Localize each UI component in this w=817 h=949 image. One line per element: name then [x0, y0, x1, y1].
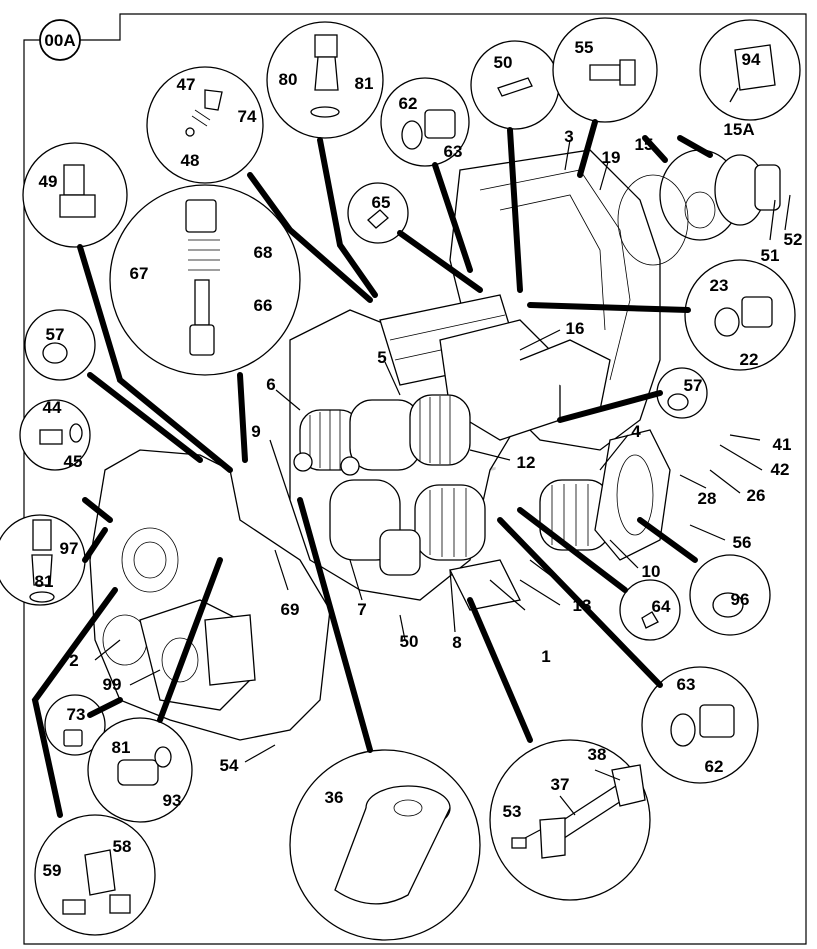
callout-label: 55: [575, 38, 594, 57]
callout-label: 37: [551, 775, 570, 794]
detail-bubble-plug-73: [44, 694, 106, 756]
callout-label: 63: [444, 142, 463, 161]
callout-label: 36: [325, 788, 344, 807]
callout-label: 2: [69, 651, 78, 670]
callout-label: 15: [635, 135, 654, 154]
callout-label: 56: [733, 533, 752, 552]
gear-cluster-upper: [293, 394, 471, 476]
callout-labels: 1 2 3 4 5 6 7 8 9 10 12 13 15 15A 16 19 …: [35, 38, 803, 880]
callout-label: 12: [517, 453, 536, 472]
callout-label: 7: [357, 600, 366, 619]
callout-label: 13: [573, 596, 592, 615]
callout-label: 38: [588, 745, 607, 764]
callout-label: 19: [602, 148, 621, 167]
callout-label: 64: [652, 597, 671, 616]
detail-bubble-sensor-97: [0, 514, 86, 606]
callout-label: 1: [541, 647, 550, 666]
callout-label: 67: [130, 264, 149, 283]
pump-assembly: [617, 149, 781, 266]
callout-label: 54: [220, 756, 239, 775]
leader-lines-heavy: [31, 119, 713, 818]
callout-label: 66: [254, 296, 273, 315]
callout-label: 9: [251, 422, 260, 441]
callout-label: 49: [39, 172, 58, 191]
callout-label: 94: [742, 50, 761, 69]
callout-label: 8: [452, 633, 461, 652]
callout-label: 3: [564, 127, 573, 146]
callout-label: 45: [64, 452, 83, 471]
detail-bubble-bolt-55: [552, 17, 658, 123]
callout-label: 81: [112, 738, 131, 757]
detail-bubble-seal-57-left: [24, 309, 96, 381]
callout-label: 62: [399, 94, 418, 113]
detail-bubble-valve-47: [146, 66, 264, 184]
detail-bubble-sealant-94: [699, 19, 801, 121]
detail-bubble-sensor-80: [266, 21, 384, 139]
detail-bubble-sensor-93: [87, 717, 193, 823]
callout-label: 59: [43, 861, 62, 880]
reference-badge: 00A: [39, 19, 81, 61]
callout-label: 80: [279, 70, 298, 89]
output-flange: [594, 429, 671, 561]
callout-label: 81: [35, 572, 54, 591]
detail-bubble-pin-50: [470, 40, 560, 130]
reference-badge-label: 00A: [44, 31, 75, 50]
callout-label: 58: [113, 837, 132, 856]
callout-label: 16: [566, 319, 585, 338]
callout-label: 48: [181, 151, 200, 170]
callout-label: 44: [43, 398, 62, 417]
detail-bubble-plug-22-23: [684, 259, 796, 371]
leader-lines-thin: [94, 139, 791, 839]
detail-bubble-seal-96: [689, 554, 771, 636]
detail-bubble-pipe-37: [489, 739, 651, 901]
callout-label: 22: [740, 350, 759, 369]
detail-bubble-plug-62-63-right: [641, 666, 759, 784]
detail-bubble-plug-65: [347, 182, 409, 244]
callout-label: 10: [642, 562, 661, 581]
callout-label: 47: [177, 75, 196, 94]
detail-bubble-fitting-58-59: [34, 814, 156, 936]
callout-label: 51: [761, 246, 780, 265]
callout-label: 57: [684, 376, 703, 395]
callout-label: 81: [355, 74, 374, 93]
callout-label: 52: [784, 230, 803, 249]
callout-label: 74: [238, 107, 257, 126]
callout-label: 26: [747, 486, 766, 505]
detail-bubble-plug-44-45: [19, 399, 91, 471]
callout-label: 69: [281, 600, 300, 619]
detail-bubble-plug-62-63: [380, 77, 470, 167]
callout-label: 42: [771, 460, 790, 479]
callout-label: 63: [677, 675, 696, 694]
detail-bubble-filter-36: [289, 749, 481, 941]
gear-cluster-lower: [329, 479, 611, 576]
callout-label: 50: [400, 632, 419, 651]
callout-label: 93: [163, 791, 182, 810]
callout-label: 99: [103, 675, 122, 694]
detail-bubble-valve-66-68: [109, 184, 301, 376]
callout-label: 41: [773, 435, 792, 454]
callout-label: 50: [494, 53, 513, 72]
detail-bubble-fitting-49: [22, 142, 128, 248]
callout-label: 97: [60, 539, 79, 558]
callout-label: 5: [377, 348, 386, 367]
detail-bubble-plug-64: [619, 579, 681, 641]
callout-label: 73: [67, 705, 86, 724]
callout-label: 68: [254, 243, 273, 262]
callout-label: 15A: [723, 120, 754, 139]
callout-label: 23: [710, 276, 729, 295]
callout-label: 6: [266, 375, 275, 394]
callout-label: 28: [698, 489, 717, 508]
callout-label: 62: [705, 757, 724, 776]
frame-border: [23, 13, 807, 945]
detail-bubble-seal-57-right: [656, 367, 708, 419]
callout-label: 53: [503, 802, 522, 821]
callout-label: 65: [372, 193, 391, 212]
callout-label: 57: [46, 325, 65, 344]
callout-label: 96: [731, 590, 750, 609]
transmission-housing: [89, 149, 661, 741]
callout-label: 4: [631, 422, 641, 441]
